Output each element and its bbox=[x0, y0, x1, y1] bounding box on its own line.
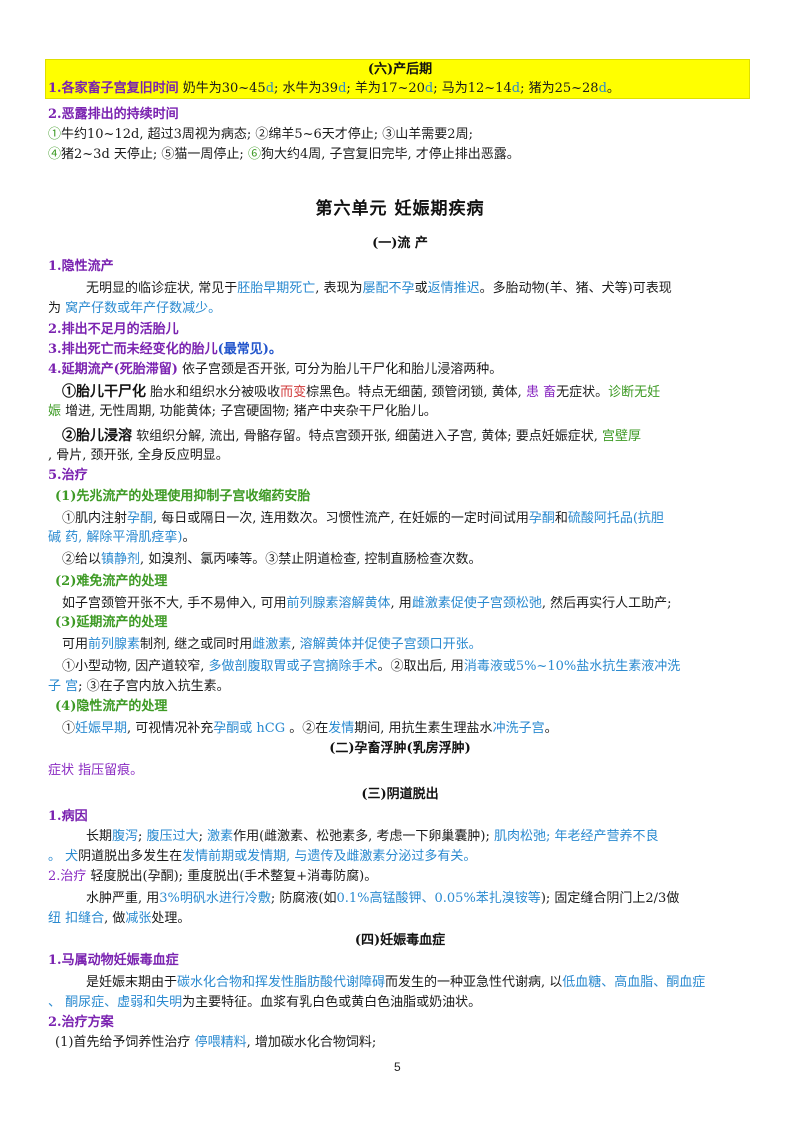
prolapse-cause-heading: 1.病因 bbox=[48, 809, 88, 824]
prolapse-treatment-line-1: 水肿严重, 用3%明矾水进行冷敷; 防腐液(如0.1%高锰酸钾、0.05%苯扎溴… bbox=[86, 891, 680, 906]
abortion-title: (一)流 产 bbox=[372, 236, 428, 251]
maceration-line-2: , 骨片, 颈开张, 全身反应明显。 bbox=[48, 448, 229, 463]
occult-abortion-heading: 1.隐性流产 bbox=[48, 259, 114, 274]
edema-symptom: 症状 指压留痕。 bbox=[48, 763, 144, 778]
threatened-line-1: ①肌内注射孕酮, 每日或隔日一次, 连用数次。习惯性流产, 在妊娠的一定时间试用… bbox=[62, 511, 664, 526]
mummification-line-2: 娠 增进, 无性周期, 功能黄体; 子宫硬固物; 猪产中夹杂干尸化胎儿。 bbox=[48, 404, 437, 419]
occult-treatment-heading: (4)隐性流产的处理 bbox=[55, 699, 168, 714]
toxemia-line-2: 、 酮尿症、虚弱和失明为主要特征。血浆有乳白色或黄白色油脂或奶油状。 bbox=[48, 995, 482, 1010]
lochia-heading: 2.恶露排出的持续时间 bbox=[48, 107, 179, 122]
treatment-heading: 5.治疗 bbox=[48, 468, 88, 483]
occult-abortion-line-2: 为 窝产仔数或年产仔数减少。 bbox=[48, 301, 222, 316]
dead-fetus-heading: 3.排出死亡而未经变化的胎儿(最常见)。 bbox=[48, 342, 282, 357]
delayed-abortion-heading: 4.延期流产(死胎滞留) 依子宫颈是否开张, 可分为胎儿干尸化和胎儿浸溶两种。 bbox=[48, 362, 503, 377]
unit-title: 第六单元 妊娠期疾病 bbox=[315, 199, 485, 219]
prolapse-title: (三)阴道脱出 bbox=[361, 787, 439, 802]
threatened-line-2: 碱 药, 解除平滑肌痉挛)。 bbox=[48, 530, 196, 545]
prolapse-cause-line-1: 长期腹泻; 腹压过大; 激素作用(雌激素、松弛素多, 考虑一下卵巢囊肿); 肌肉… bbox=[86, 829, 659, 844]
delayed-line-1: 可用前列腺素制剂, 继之或同时用雌激素, 溶解黄体并促使子宫颈口开张。 bbox=[62, 637, 482, 652]
lochia-line-1: ①牛约10~12d, 超过3周视为病态; ②绵羊5~6天才停止; ③山羊需要2周… bbox=[48, 127, 473, 142]
delayed-line-2: ①小型动物, 因产道较窄, 多做剖腹取胃或子宫摘除手术。②取出后, 用消毒液或5… bbox=[62, 659, 681, 674]
delayed-line-3: 子 宫; ③在子宫内放入抗生素。 bbox=[48, 679, 230, 694]
occult-abortion-line-1: 无明显的临诊症状, 常见于胚胎早期死亡, 表现为屡配不孕或返情推迟。多胎动物(羊… bbox=[86, 281, 672, 296]
mummification-line-1: ①胎儿干尸化 胎水和组织水分被吸收而变棕黑色。特点无细菌, 颈管闭锁, 黄体, … bbox=[62, 384, 661, 400]
threatened-abortion-heading: (1)先兆流产的处理使用抑制子宫收缩药安胎 bbox=[55, 489, 311, 504]
postpartum-title: (六)产后期 bbox=[367, 62, 433, 77]
occult-treatment-line: ①妊娠早期, 可视情况补充孕酮或 hCG 。②在发情期间, 用抗生素生理盐水冲洗… bbox=[62, 721, 558, 736]
inevitable-abortion-heading: (2)难免流产的处理 bbox=[55, 574, 168, 589]
threatened-line-3: ②给以镇静剂, 如溴剂、氯丙嗪等。③禁止阴道检查, 控制直肠检查次数。 bbox=[62, 552, 482, 567]
lochia-line-2: ④猪2~3d 天停止; ⑤猫一周停止; ⑥狗大约4周, 子宫复旧完毕, 才停止排… bbox=[48, 147, 520, 162]
live-fetus-heading: 2.排出不足月的活胎儿 bbox=[48, 322, 179, 337]
toxemia-horse-heading: 1.马属动物妊娠毒血症 bbox=[48, 953, 179, 968]
prolapse-cause-line-2: 。 犬阴道脱出多发生在发情前期或发情期, 与遗传及雌激素分泌过多有关。 bbox=[48, 849, 477, 864]
toxemia-title: (四)妊娠毒血症 bbox=[354, 933, 446, 948]
inevitable-line-1: 如子宫颈管开张不大, 手不易伸入, 可用前列腺素溶解黄体, 用雌激素促使子宫颈松… bbox=[62, 596, 672, 611]
delayed-treatment-heading: (3)延期流产的处理 bbox=[55, 615, 168, 630]
highlight-box bbox=[45, 59, 750, 99]
toxemia-line-1: 是妊娠末期由于碳水化合物和挥发性脂肪酸代谢障碍而发生的一种亚急性代谢病, 以低血… bbox=[86, 975, 706, 990]
toxemia-treatment-line: (1)首先给予饲养性治疗 停喂精料, 增加碳水化合物饲料; bbox=[55, 1035, 377, 1050]
edema-title: (二)孕畜浮肿(乳房浮肿) bbox=[329, 741, 471, 756]
prolapse-treatment-heading: 2.治疗 轻度脱出(孕酮); 重度脱出(手术整复+消毒防腐)。 bbox=[48, 869, 378, 884]
uterine-involution-line: 1.各家畜子宫复旧时间 奶牛为30~45d; 水牛为39d; 羊为17~20d;… bbox=[48, 81, 620, 96]
prolapse-treatment-line-2: 纽 扣缝合, 做减张处理。 bbox=[48, 911, 191, 926]
maceration-line-1: ②胎儿浸溶 软组织分解, 流出, 骨骼存留。特点宫颈开张, 细菌进入子宫, 黄体… bbox=[62, 428, 641, 444]
page-number: 5 bbox=[394, 1060, 401, 1074]
toxemia-treatment-heading: 2.治疗方案 bbox=[48, 1015, 114, 1030]
